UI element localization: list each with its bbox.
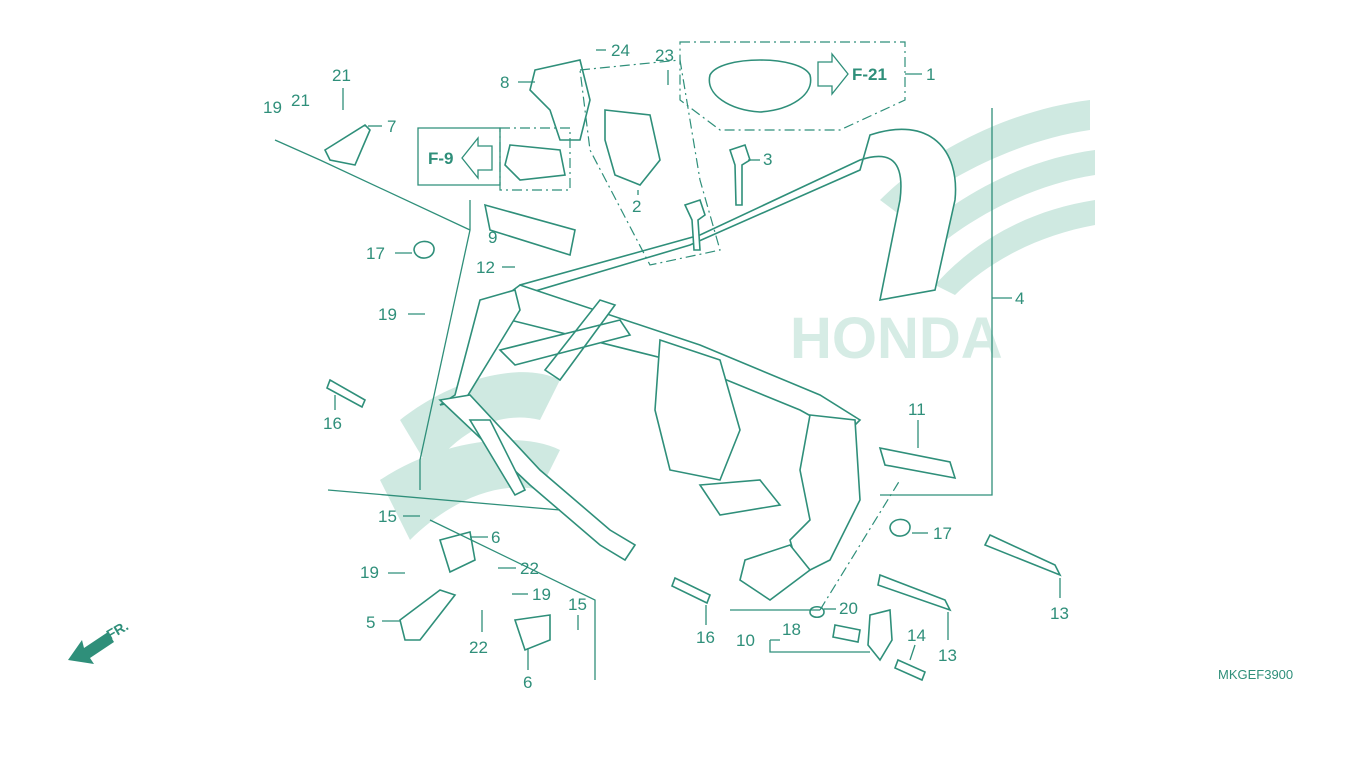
callout-6b[interactable]: 6 bbox=[523, 673, 532, 692]
callout-19d[interactable]: 19 bbox=[532, 585, 551, 604]
ref-arrow-f21[interactable]: F-21 bbox=[817, 52, 887, 96]
ref-label-f21: F-21 bbox=[852, 65, 887, 84]
callout-24[interactable]: 24 bbox=[611, 41, 630, 60]
callout-12[interactable]: 12 bbox=[476, 258, 495, 277]
fuel-cap bbox=[708, 59, 812, 113]
box-fuel-cap bbox=[679, 41, 906, 131]
cover-9 bbox=[483, 203, 576, 257]
frame-rear-mount bbox=[739, 544, 812, 601]
stopper-14 bbox=[867, 608, 893, 662]
callout-23[interactable]: 23 bbox=[655, 46, 674, 65]
bolt-13b bbox=[877, 573, 952, 612]
diagram-code: MKGEF3900 bbox=[1218, 667, 1293, 682]
bolt-14 bbox=[893, 658, 927, 682]
callout-2[interactable]: 2 bbox=[632, 197, 641, 216]
callout-21a[interactable]: 21 bbox=[332, 66, 351, 85]
callout-19a[interactable]: 19 bbox=[263, 98, 282, 117]
plate-6a bbox=[438, 531, 476, 574]
ref-arrow-f9[interactable]: F-9 bbox=[417, 127, 501, 186]
leader-group-bottomleft bbox=[327, 489, 820, 680]
reference-arrow-icon bbox=[461, 136, 493, 180]
main-frame bbox=[438, 128, 957, 601]
callout-14[interactable]: 14 bbox=[907, 626, 926, 645]
callout-17b[interactable]: 17 bbox=[933, 524, 952, 543]
front-direction-arrow-icon bbox=[68, 632, 114, 664]
front-direction: FR. bbox=[68, 617, 131, 664]
callout-5[interactable]: 5 bbox=[366, 613, 375, 632]
rubber-11 bbox=[878, 446, 957, 480]
frame-pivot-plate bbox=[789, 414, 861, 577]
grommet-17b bbox=[889, 518, 911, 537]
callout-8[interactable]: 8 bbox=[500, 73, 509, 92]
plate-6b bbox=[513, 614, 551, 652]
bracket-7 bbox=[323, 123, 371, 166]
callout-17a[interactable]: 17 bbox=[366, 244, 385, 263]
ignition-switch bbox=[604, 109, 661, 186]
reference-arrow-icon bbox=[817, 52, 849, 96]
frame-cross-brace bbox=[498, 299, 632, 382]
callout-22b[interactable]: 22 bbox=[469, 638, 488, 657]
bolt-16a bbox=[326, 378, 367, 409]
callout-13b[interactable]: 13 bbox=[938, 646, 957, 665]
callout-15a[interactable]: 15 bbox=[378, 507, 397, 526]
grommet-17a bbox=[413, 240, 435, 259]
callout-4[interactable]: 4 bbox=[1015, 289, 1024, 308]
callout-15b[interactable]: 15 bbox=[568, 595, 587, 614]
callouts: 1 2 3 4 5 6 6 7 8 9 10 11 12 13 13 14 15… bbox=[263, 41, 1069, 692]
washer-20 bbox=[809, 605, 825, 619]
callout-10[interactable]: 10 bbox=[736, 631, 755, 650]
box-rear bbox=[819, 479, 901, 611]
key-1 bbox=[683, 198, 706, 251]
bracket-5 bbox=[399, 589, 457, 641]
callout-19c[interactable]: 19 bbox=[360, 563, 379, 582]
leader-group-topleft bbox=[274, 139, 471, 490]
bolt-13a bbox=[983, 533, 1062, 577]
callout-9[interactable]: 9 bbox=[488, 228, 497, 247]
leader-10 bbox=[769, 639, 870, 653]
bolt-16b bbox=[670, 576, 712, 605]
watermark-text: HONDA bbox=[790, 306, 1003, 371]
frame-crossmember bbox=[698, 479, 782, 516]
callout-3[interactable]: 3 bbox=[763, 150, 772, 169]
ref-box-f9 bbox=[417, 127, 501, 186]
callout-20[interactable]: 20 bbox=[839, 599, 858, 618]
leader-lines bbox=[274, 49, 1061, 680]
callout-7[interactable]: 7 bbox=[387, 117, 396, 136]
callout-21b[interactable]: 21 bbox=[291, 91, 310, 110]
key-3 bbox=[728, 143, 751, 206]
callout-22a[interactable]: 22 bbox=[520, 559, 539, 578]
frame-down-tube-front bbox=[468, 419, 527, 497]
box-ignition bbox=[579, 59, 721, 266]
callout-16b[interactable]: 16 bbox=[696, 628, 715, 647]
callout-18[interactable]: 18 bbox=[782, 620, 801, 639]
leader-14 bbox=[909, 644, 916, 661]
callout-6a[interactable]: 6 bbox=[491, 528, 500, 547]
frame-upper-loop bbox=[504, 128, 957, 301]
collar-18 bbox=[832, 624, 861, 643]
callout-16a[interactable]: 16 bbox=[323, 414, 342, 433]
callout-1[interactable]: 1 bbox=[926, 65, 935, 84]
ref-label-f9: F-9 bbox=[428, 149, 454, 168]
callout-13a[interactable]: 13 bbox=[1050, 604, 1069, 623]
frame-rear-section bbox=[654, 338, 741, 481]
f9-part bbox=[504, 144, 566, 181]
callout-11[interactable]: 11 bbox=[908, 400, 926, 419]
callout-19b[interactable]: 19 bbox=[378, 305, 397, 324]
leader-4 bbox=[880, 108, 1012, 496]
